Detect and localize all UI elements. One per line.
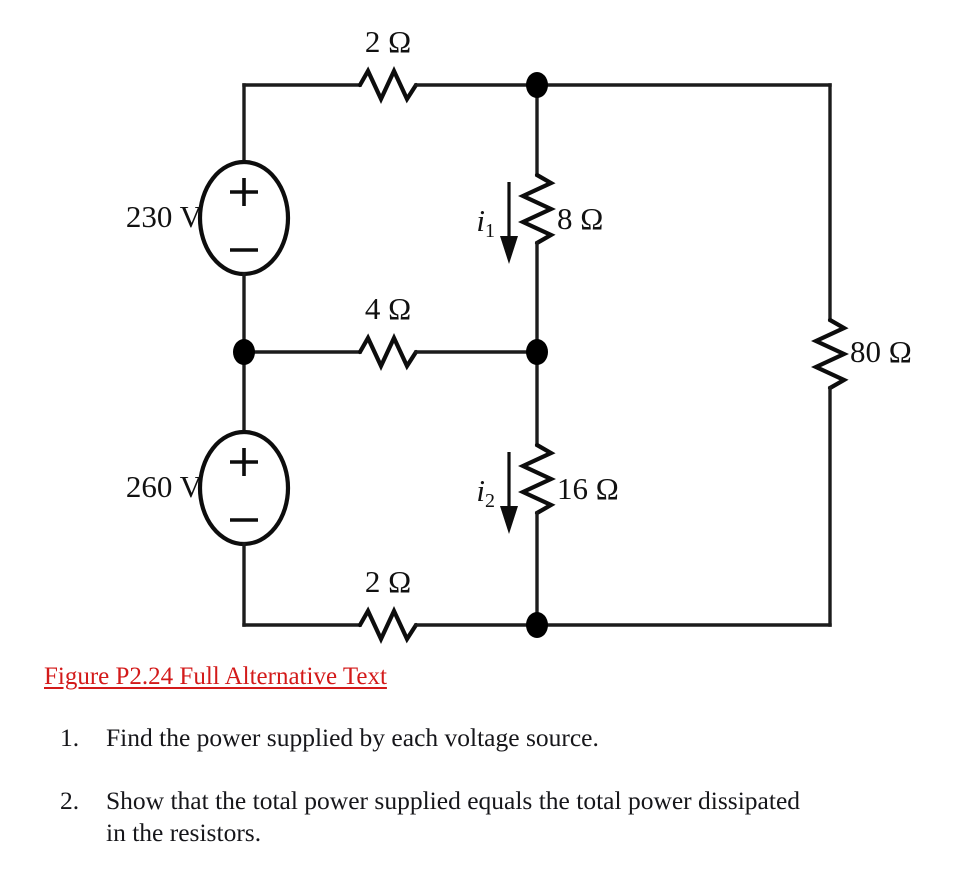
resistor-8ohm-symbol (518, 172, 556, 246)
node-dot-top (526, 72, 548, 98)
list-item-marker: 2. (60, 785, 80, 815)
circuit-diagram: 230 V 260 V (126, 24, 912, 644)
resistor-top-2ohm-label: 2 Ω (365, 24, 411, 59)
resistor-bottom-2ohm-symbol (357, 606, 419, 644)
resistor-80ohm-label: 80 Ω (850, 334, 912, 369)
resistor-mid-4ohm-symbol (357, 333, 419, 371)
resistor-8ohm-label: 8 Ω (557, 201, 603, 236)
resistor-80ohm-symbol (811, 317, 849, 391)
node-dot-bottom (526, 612, 548, 638)
resistor-16ohm-symbol (518, 442, 556, 516)
voltage-source-260v-label: 260 V (126, 469, 203, 504)
current-arrow-i1-head (500, 236, 518, 264)
node-dot-mid-left (233, 339, 255, 365)
voltage-source-230v-label: 230 V (126, 199, 203, 234)
current-label-i2: i2 (476, 473, 495, 511)
problem-task-list: 1. Find the power supplied by each volta… (60, 722, 880, 880)
list-item: 1. Find the power supplied by each volta… (60, 722, 880, 755)
current-arrow-i2-head (500, 506, 518, 534)
figure-alt-text-link[interactable]: Figure P2.24 Full Alternative Text (44, 663, 387, 690)
node-dot-mid-center (526, 339, 548, 365)
resistor-16ohm-label: 16 Ω (557, 471, 619, 506)
resistor-mid-4ohm-label: 4 Ω (365, 291, 411, 326)
current-label-i1: i1 (476, 203, 495, 241)
list-item-text: Show that the total power supplied equal… (106, 785, 801, 848)
alt-text-link-container: Figure P2.24 Full Alternative Text (44, 663, 744, 691)
list-item-marker: 1. (60, 723, 80, 752)
list-item: 2. Show that the total power supplied eq… (60, 785, 880, 850)
resistor-bottom-2ohm-label: 2 Ω (365, 564, 411, 599)
resistor-top-2ohm-symbol (357, 66, 419, 104)
list-item-text: Find the power supplied by each voltage … (106, 723, 599, 752)
